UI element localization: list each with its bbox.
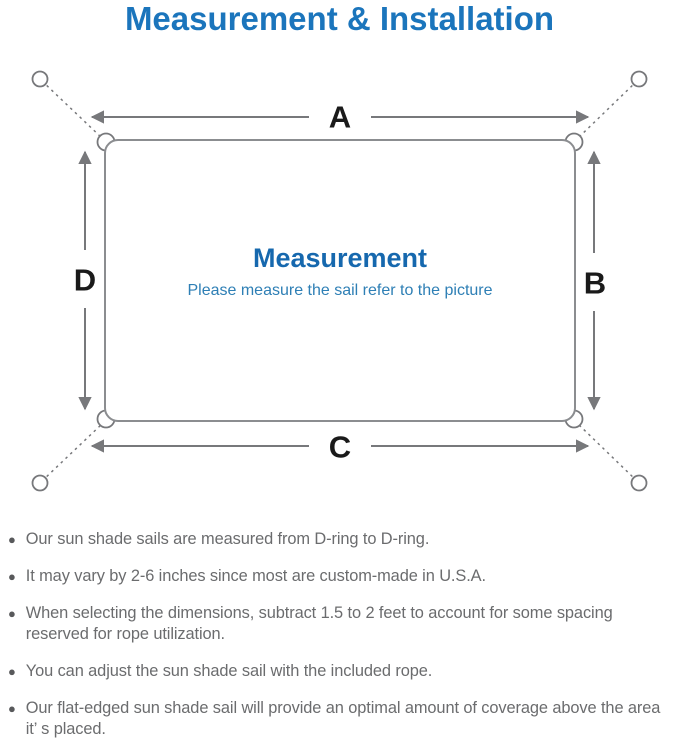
list-item-text: You can adjust the sun shade sail with t… [25, 662, 433, 680]
dimension-label-b: B [583, 265, 607, 301]
dimension-label-c: C [328, 429, 352, 465]
anchor-points [31, 70, 648, 492]
measurement-subtitle: Please measure the sail refer to the pic… [187, 281, 493, 299]
dashed-rope-line-top-left [41, 80, 104, 140]
list-item-text: When selecting the dimensions, subtract … [25, 604, 613, 643]
measurement-diagram [31, 70, 648, 492]
bullet-icon: ● [8, 606, 16, 621]
list-item: ● You can adjust the sun shade sail with… [8, 661, 676, 682]
measure-arrows [78, 110, 601, 453]
bullet-icon: ● [8, 569, 16, 584]
list-item: ● Our flat-edged sun shade sail will pro… [8, 698, 676, 740]
anchor-ring-bottom-right [630, 474, 648, 492]
list-item: ● When selecting the dimensions, subtrac… [8, 603, 676, 645]
measurement-heading: Measurement [252, 243, 428, 273]
sail-center-text: Measurement Please measure the sail refe… [105, 243, 575, 300]
instruction-list: ● Our sun shade sails are measured from … [0, 529, 676, 756]
dashed-rope-line-top-right [576, 80, 638, 140]
anchor-ring-top-left [31, 70, 49, 88]
list-item: ● Our sun shade sails are measured from … [8, 529, 676, 550]
bullet-icon: ● [8, 532, 16, 547]
anchor-ring-bottom-left [31, 474, 49, 492]
dimension-label-a: A [328, 99, 352, 135]
page-title: Measurement & Installation [124, 0, 555, 37]
bullet-icon: ● [8, 664, 16, 679]
list-item: ● It may vary by 2-6 inches since most a… [8, 566, 676, 587]
dashed-rope-line-bottom-left [41, 422, 104, 482]
list-item-text: It may vary by 2-6 inches since most are… [25, 567, 486, 585]
list-item-text: Our sun shade sails are measured from D-… [25, 530, 430, 548]
dashed-rope-line-bottom-right [576, 422, 638, 482]
anchor-ring-top-right [630, 70, 648, 88]
bullet-icon: ● [8, 701, 16, 716]
dashed-rope-lines [41, 80, 638, 482]
shade-sail-outline [104, 139, 576, 422]
dimension-label-d: D [73, 262, 97, 298]
list-item-text: Our flat-edged sun shade sail will provi… [25, 699, 661, 738]
